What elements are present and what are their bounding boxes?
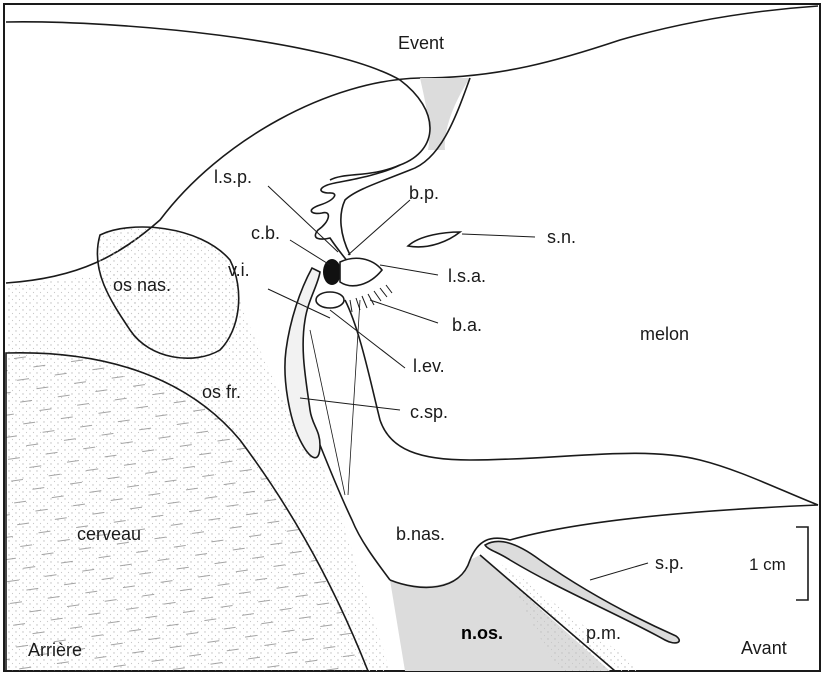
- label-bnas: b.nas.: [396, 524, 445, 544]
- nasal-passage-branches: [310, 164, 401, 263]
- label-csp: c.sp.: [410, 402, 448, 422]
- label-sp: s.p.: [655, 553, 684, 573]
- label-vi: v.i.: [228, 260, 250, 280]
- label-ba: b.a.: [452, 315, 482, 335]
- bursa-anterior: [315, 291, 345, 309]
- label-cb: c.b.: [251, 223, 280, 243]
- label-melon: melon: [640, 324, 689, 344]
- os-nasal: [96, 226, 240, 359]
- premaxillary-sac: [483, 540, 680, 644]
- guide-line-1: [309, 329, 346, 496]
- nasal-base-outline: [389, 504, 819, 589]
- lip-structure: [339, 257, 384, 287]
- label-bp: b.p.: [409, 183, 439, 203]
- label-os-fr: os fr.: [202, 382, 241, 402]
- melon-outline: [344, 299, 819, 506]
- label-scale: 1 cm: [749, 555, 786, 574]
- label-sn: s.n.: [547, 227, 576, 247]
- label-lsa: l.s.a.: [448, 266, 486, 286]
- pm-line: [479, 554, 616, 672]
- premaxillary-region: [500, 560, 640, 671]
- bursa-posterior: [323, 259, 341, 285]
- sac-nasal: [406, 231, 463, 248]
- leader-lines: [267, 185, 649, 581]
- label-lev: l.ev.: [413, 356, 445, 376]
- label-os-nas: os nas.: [113, 275, 171, 295]
- nasal-passage-inner: [340, 77, 471, 256]
- label-event: Event: [398, 33, 444, 53]
- label-arriere: Arrière: [28, 640, 82, 660]
- event-channel: [420, 78, 470, 150]
- bursa-anterior-fringe: [349, 284, 393, 313]
- label-lsp: l.s.p.: [214, 167, 252, 187]
- label-nos: n.os.: [461, 623, 503, 643]
- premaxillary-line: [319, 444, 391, 581]
- cerveau-region: [5, 352, 370, 672]
- label-pm: p.m.: [586, 623, 621, 643]
- guide-line-2: [347, 299, 361, 496]
- label-avant: Avant: [741, 638, 787, 658]
- upper-lobe-outline: [5, 21, 431, 181]
- label-cerveau: cerveau: [77, 524, 141, 544]
- scale-bar: [796, 526, 809, 601]
